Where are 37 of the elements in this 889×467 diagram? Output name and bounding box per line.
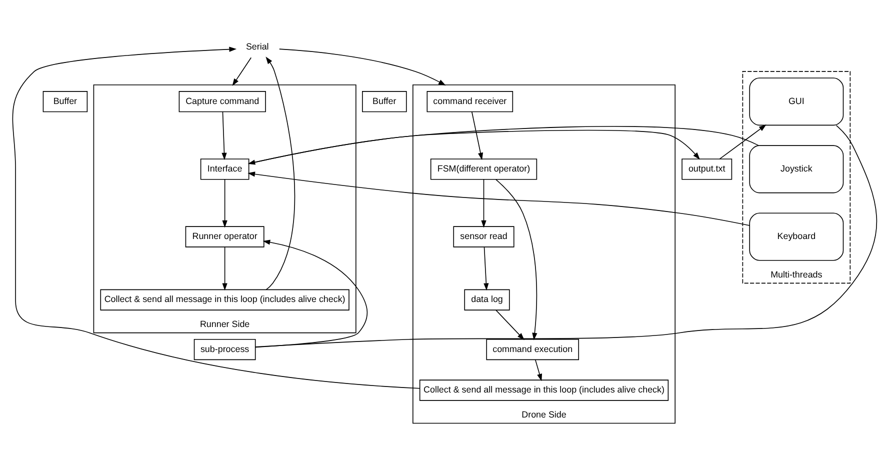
arrow	[248, 126, 759, 165]
arrow	[481, 179, 486, 228]
node-box: command execution	[486, 338, 580, 360]
arrow	[266, 56, 296, 290]
node-box: output.txt	[682, 158, 732, 180]
node-box: sub-process	[194, 338, 256, 360]
arrow	[534, 359, 542, 382]
node-box: Joystick	[749, 145, 844, 194]
node-box: Buffer	[362, 91, 407, 112]
arrow	[719, 124, 766, 160]
node-box: GUI	[749, 78, 844, 126]
arrow	[496, 179, 538, 340]
arrow	[232, 57, 252, 86]
node-box: Runner operator	[185, 226, 264, 248]
node-box: Collect & send all message in this loop (includes alive check)	[419, 380, 669, 401]
node-box: Keyboard	[749, 212, 844, 261]
arrow	[278, 48, 446, 86]
arrow	[496, 310, 524, 340]
arrow	[471, 111, 484, 160]
arrow	[12, 46, 420, 389]
node-box: Collect & send all message in this loop (includes alive check)	[100, 289, 350, 310]
connector	[255, 125, 877, 348]
node-box: command receiver	[426, 91, 514, 112]
node-box: Capture command	[178, 91, 266, 112]
node-box: Buffer	[42, 91, 88, 112]
arrow	[248, 130, 700, 164]
arrow	[222, 179, 228, 228]
node-box: Interface	[200, 158, 250, 180]
node-box: sensor read	[453, 226, 514, 248]
node-box: FSM(different operator)	[430, 158, 538, 180]
arrow	[222, 111, 227, 160]
arrow	[254, 240, 368, 348]
arrow	[248, 172, 750, 226]
node-text: Serial	[246, 42, 269, 52]
node-box: data log	[464, 289, 510, 310]
arrow	[484, 246, 489, 291]
arrow	[222, 246, 228, 291]
